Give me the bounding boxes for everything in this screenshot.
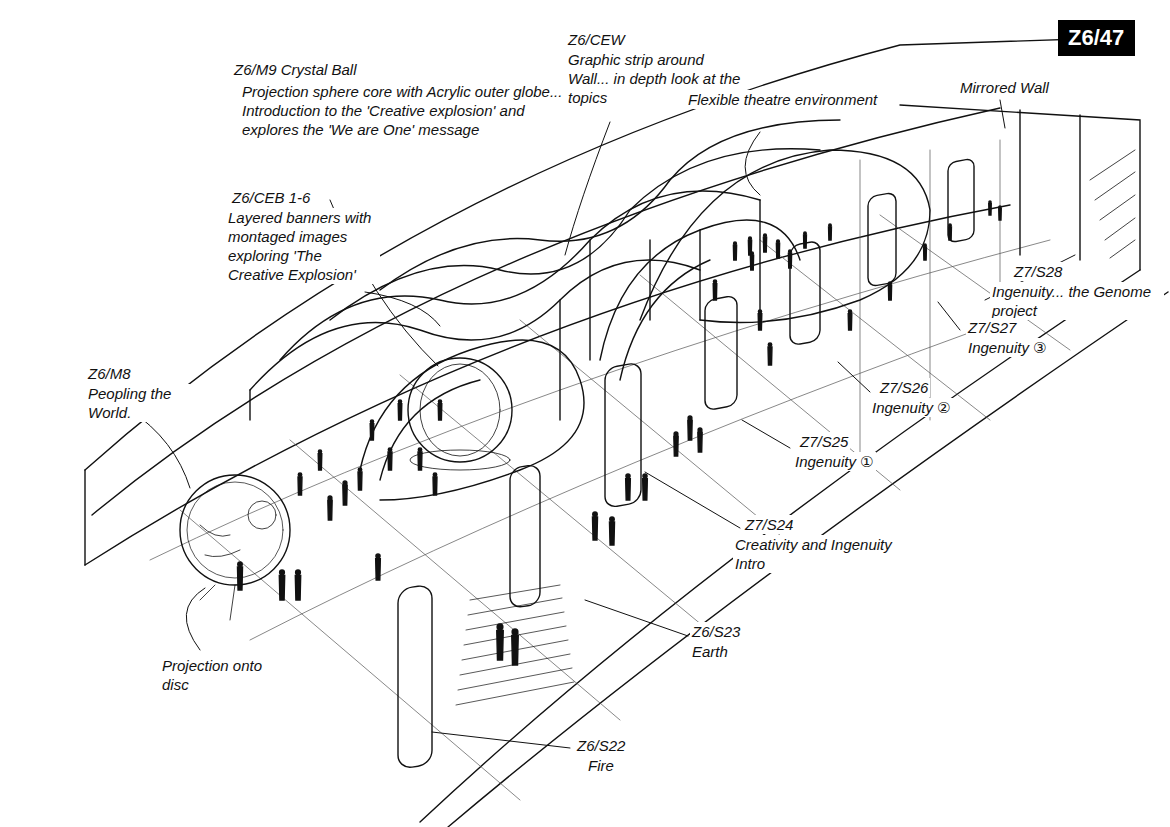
person-figure xyxy=(512,629,518,665)
annotation: Earth xyxy=(690,642,730,661)
person-figure xyxy=(804,232,807,248)
person-figure xyxy=(318,450,322,470)
wall-end xyxy=(84,470,85,565)
person-figure xyxy=(343,481,347,505)
callout-code: Z7/S27 xyxy=(966,318,1018,337)
person-figure xyxy=(776,240,779,258)
callout-code: Z7/S24 xyxy=(743,515,795,534)
annotation: Peopling the World. xyxy=(86,384,190,422)
person-figure xyxy=(295,570,300,600)
person-figure xyxy=(688,416,692,440)
person-figure xyxy=(370,420,374,440)
person-figure xyxy=(328,496,332,520)
annotation: Layered banners with montaged images exp… xyxy=(226,208,380,284)
annotation: Ingenuity... the Genome project xyxy=(990,282,1164,320)
floor-hatching xyxy=(456,585,574,705)
person-figure xyxy=(376,554,381,580)
person-figure xyxy=(713,280,717,300)
callout-code: Z7/S26 xyxy=(878,378,930,397)
annotation: Mirrored Wall xyxy=(958,78,1051,97)
annotation: Flexible theatre environment xyxy=(686,90,880,109)
callout-code: Z6/M8 xyxy=(86,364,133,383)
person-figure xyxy=(999,206,1002,220)
annotation: Creativity and Ingenuity Intro xyxy=(733,535,912,573)
person-figure xyxy=(626,474,631,500)
person-figure xyxy=(298,473,302,495)
annotation: Ingenuity ② xyxy=(870,398,953,417)
person-figure xyxy=(438,400,442,420)
wall-top xyxy=(92,108,1000,515)
person-figure xyxy=(592,512,597,540)
person-figure xyxy=(924,244,927,260)
portal-panels xyxy=(398,158,974,769)
person-figure xyxy=(888,282,891,300)
person-figure xyxy=(758,310,762,330)
person-figure xyxy=(279,570,284,600)
person-figure xyxy=(788,250,791,268)
sheet-number-box: Z6/47 xyxy=(1058,20,1135,56)
person-figure xyxy=(949,224,952,240)
callout-code: Z6/S22 xyxy=(575,736,627,755)
callout-code: Z6/CEB 1-6 xyxy=(230,188,312,207)
person-figure xyxy=(768,343,772,365)
person-figure xyxy=(237,562,242,590)
floor-grid xyxy=(150,140,1090,800)
annotation: Projection sphere core with Acrylic oute… xyxy=(240,82,574,139)
annotation: Ingenuity ③ xyxy=(966,338,1049,357)
person-figure xyxy=(989,201,992,215)
callout-code: Z6/CEW xyxy=(566,30,627,49)
floor-edge-right xyxy=(420,270,1140,822)
callout-code: Z6/M9 Crystal Ball xyxy=(232,60,359,79)
person-figure xyxy=(733,242,736,260)
person-figure xyxy=(609,517,614,545)
callout-code: Z7/S28 xyxy=(1012,262,1064,281)
crystal-ball xyxy=(408,358,512,470)
annotation: Fire xyxy=(586,756,616,775)
roof-edge xyxy=(85,38,1110,470)
person-figure xyxy=(674,432,678,456)
layered-banners xyxy=(250,120,930,500)
person-figure xyxy=(829,224,832,240)
annotation: Projection onto disc xyxy=(160,656,274,694)
person-figure xyxy=(398,400,402,420)
person-figure xyxy=(358,468,362,490)
floor-edge-left xyxy=(85,205,1010,565)
projection-disc xyxy=(180,475,290,620)
callout-code: Z6/S23 xyxy=(690,622,742,641)
person-figure xyxy=(848,310,852,330)
person-figure xyxy=(763,234,766,252)
person-figure xyxy=(388,448,392,470)
person-figure xyxy=(497,624,503,660)
person-figure xyxy=(643,474,648,500)
callout-code: Z7/S25 xyxy=(798,432,850,451)
annotation: Ingenuity ① xyxy=(793,452,876,471)
person-figure xyxy=(750,252,753,270)
person-figure xyxy=(418,448,422,470)
leader-lines xyxy=(130,100,1075,748)
person-figure xyxy=(433,473,437,495)
person-figure xyxy=(698,428,702,452)
mirrored-wall xyxy=(900,105,1140,270)
sheet-number: Z6/47 xyxy=(1058,20,1135,56)
